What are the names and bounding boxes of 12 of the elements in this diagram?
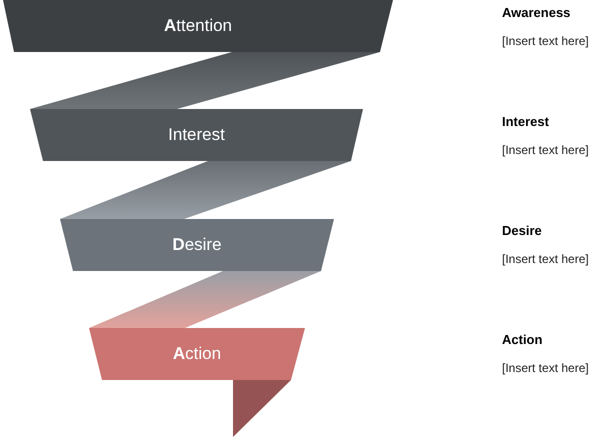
stage-heading: Desire — [502, 223, 542, 238]
stage-label: Desire — [172, 235, 222, 255]
stage-label: Action — [172, 344, 222, 364]
stage-heading: Awareness — [502, 5, 570, 20]
stage-label: Interest — [168, 125, 225, 145]
stage-heading: Interest — [502, 114, 549, 129]
stage-label: Attention — [164, 16, 232, 36]
placeholder-text: [Insert text here] — [502, 34, 589, 48]
placeholder-text: [Insert text here] — [502, 361, 589, 375]
stage-heading: Action — [502, 332, 542, 347]
placeholder-text: [Insert text here] — [502, 143, 589, 157]
placeholder-text: [Insert text here] — [502, 252, 589, 266]
